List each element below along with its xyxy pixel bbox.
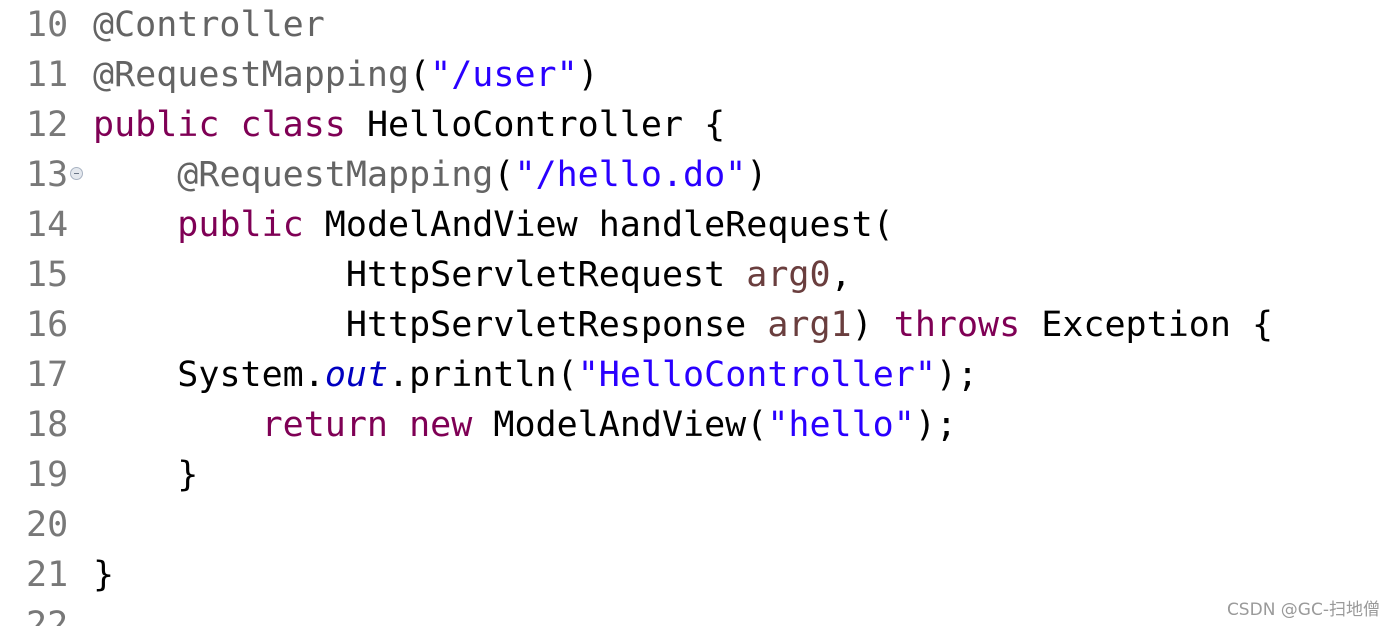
line-number: 19 <box>26 455 69 495</box>
line-number: 21 <box>26 555 69 595</box>
code-token: Exception { <box>1020 305 1274 345</box>
code-line[interactable]: 17 System.out.println("HelloController")… <box>0 350 1394 400</box>
line-code: public ModelAndView handleRequest( <box>93 200 894 250</box>
code-token: , <box>830 255 852 295</box>
code-token: ); <box>935 355 979 395</box>
code-token: return <box>261 405 389 445</box>
code-line[interactable]: 13 @RequestMapping("/hello.do") <box>0 150 1394 200</box>
line-number: 17 <box>26 355 69 395</box>
code-line[interactable]: 18 return new ModelAndView("hello"); <box>0 400 1394 450</box>
line-code: HttpServletResponse arg1) throws Excepti… <box>93 300 1273 350</box>
code-line[interactable]: 22 <box>0 600 1394 626</box>
code-token: HelloController { <box>345 105 726 145</box>
code-line[interactable]: 12 public class HelloController { <box>0 100 1394 150</box>
code-token: "hello" <box>767 405 915 445</box>
line-number: 10 <box>26 5 69 45</box>
code-token: new <box>409 405 473 445</box>
line-code: System.out.println("HelloController"); <box>93 350 978 400</box>
fold-collapse-icon[interactable] <box>70 167 83 180</box>
line-number: 22 <box>26 605 69 626</box>
code-line[interactable]: 19 } <box>0 450 1394 500</box>
code-token: out <box>324 355 389 395</box>
indent <box>93 455 177 495</box>
indent <box>93 255 346 295</box>
line-number: 14 <box>26 205 69 245</box>
code-token: ) <box>746 155 768 195</box>
line-number: 20 <box>26 505 69 545</box>
code-token <box>388 405 409 445</box>
line-code: } <box>93 450 198 500</box>
indent <box>93 205 177 245</box>
code-line[interactable]: 15 HttpServletRequest arg0, <box>0 250 1394 300</box>
code-token: @Controller <box>93 5 325 45</box>
code-token: "/user" <box>430 55 578 95</box>
code-token <box>219 105 240 145</box>
code-line[interactable]: 10 @Controller <box>0 0 1394 50</box>
indent <box>93 305 346 345</box>
indent <box>93 405 262 445</box>
code-token: public <box>177 205 304 245</box>
code-token: @RequestMapping <box>177 155 494 195</box>
code-line[interactable]: 16 HttpServletResponse arg1) throws Exce… <box>0 300 1394 350</box>
code-token: ( <box>493 155 515 195</box>
code-token: HttpServletResponse <box>345 305 768 345</box>
line-code: HttpServletRequest arg0, <box>93 250 852 300</box>
code-line[interactable]: 14 public ModelAndView handleRequest( <box>0 200 1394 250</box>
line-number: 11 <box>26 55 69 95</box>
line-code: return new ModelAndView("hello"); <box>93 400 957 450</box>
code-token: @RequestMapping <box>93 55 410 95</box>
indent <box>93 155 177 195</box>
line-code: @RequestMapping("/user") <box>93 50 599 100</box>
code-token: arg0 <box>746 255 831 295</box>
line-number: 13 <box>26 155 69 195</box>
code-token: ( <box>409 55 431 95</box>
code-token: ); <box>914 405 957 445</box>
line-code: @Controller <box>93 0 325 50</box>
line-code: } <box>93 550 114 600</box>
indent <box>93 355 177 395</box>
code-token: } <box>93 555 115 595</box>
watermark: CSDN @GC-扫地僧 <box>1226 600 1380 620</box>
line-number: 18 <box>26 405 69 445</box>
line-number: 16 <box>26 305 69 345</box>
code-line[interactable]: 21} <box>0 550 1394 600</box>
code-token: } <box>177 455 199 495</box>
code-token: "/hello.do" <box>514 155 747 195</box>
line-number: 15 <box>26 255 69 295</box>
code-token: ) <box>851 305 894 345</box>
code-token: HttpServletRequest <box>345 255 747 295</box>
code-token: ModelAndView( <box>472 405 768 445</box>
code-token: .println( <box>388 355 578 395</box>
code-token: public <box>93 105 220 145</box>
code-token: "HelloController" <box>577 355 936 395</box>
code-token: ) <box>577 55 599 95</box>
code-token: ModelAndView handleRequest( <box>303 205 894 245</box>
code-line[interactable]: 20 <box>0 500 1394 550</box>
line-number: 12 <box>26 105 69 145</box>
code-token: arg1 <box>767 305 852 345</box>
line-code: public class HelloController { <box>93 100 725 150</box>
code-token: throws <box>893 305 1021 345</box>
code-token: System. <box>177 355 325 395</box>
line-code: @RequestMapping("/hello.do") <box>93 150 767 200</box>
code-token: class <box>240 105 346 145</box>
code-line[interactable]: 11 @RequestMapping("/user") <box>0 50 1394 100</box>
